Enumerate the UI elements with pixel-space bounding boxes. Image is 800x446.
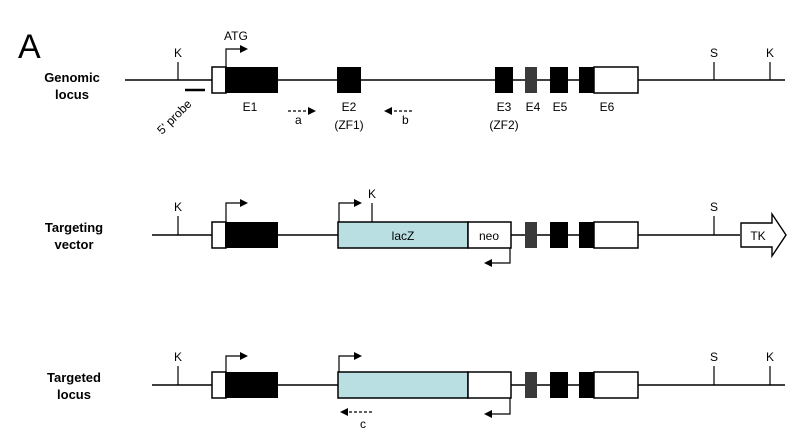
exon1-utr (211, 66, 227, 94)
tk-block-arrow (740, 211, 787, 259)
targeted-lacz-promoter-arrow (338, 352, 362, 372)
primer-c-label: c (360, 417, 366, 431)
targeting-vector-row: Targeting vector K lacZ neo K S TK (45, 187, 787, 267)
targeted-s-label: S (710, 350, 718, 364)
primer-b-label: b (402, 113, 409, 127)
targeted-locus-row: Targeted locus K c S K (47, 350, 785, 431)
primer-a-label: a (295, 113, 302, 127)
exon2-box (337, 67, 361, 93)
genomic-locus-row: Genomic locus K 5' probe ATG E1 a E2 (ZF… (44, 29, 785, 137)
targeted-k-label-right: K (766, 350, 774, 364)
e1-label: E1 (243, 100, 258, 114)
probe-label: 5' probe (154, 97, 195, 138)
vector-exon6-coding (579, 222, 595, 248)
genomic-row-label-2: locus (55, 87, 89, 102)
panel-label: A (18, 28, 41, 66)
tk-label: TK (750, 229, 765, 243)
neo-box (467, 221, 512, 249)
genomic-row-label-1: Genomic (44, 70, 100, 85)
lacz-label: lacZ (392, 229, 415, 243)
exon4-box (525, 67, 537, 93)
vector-exon4-box (525, 222, 537, 248)
vector-promoter-arrow (225, 199, 248, 222)
e6-label: E6 (600, 100, 615, 114)
vector-k-label-mid: K (368, 187, 376, 201)
targeted-promoter-arrow (225, 352, 248, 372)
targeting-k-label-left: K (174, 200, 182, 214)
targeted-exon6-coding (579, 372, 595, 398)
targeting-s-label: S (710, 200, 718, 214)
e5-label: E5 (553, 100, 568, 114)
e2-label: E2 (342, 100, 357, 114)
vector-exon1-utr (211, 221, 227, 249)
exon5-box (550, 67, 568, 93)
targeting-row-label-2: vector (54, 237, 93, 252)
targeted-exon4-box (525, 372, 537, 398)
targeted-exon1-utr (211, 371, 227, 399)
genomic-k-label-right: K (766, 46, 774, 60)
targeted-exon6-utr (593, 371, 639, 399)
exon6-utr (593, 66, 639, 94)
exon1-box (225, 67, 278, 93)
atg-label: ATG (224, 29, 248, 43)
neo-label: neo (479, 229, 499, 243)
targeted-exon5-box (550, 372, 568, 398)
vector-exon1-box (225, 222, 278, 248)
targeting-row-label-1: Targeting (45, 220, 103, 235)
lacz-promoter-arrow (338, 199, 362, 222)
targeted-exon1-box (225, 372, 278, 398)
e3-label: E3 (497, 100, 512, 114)
e4-label: E4 (526, 100, 541, 114)
targeted-row-label-2: locus (57, 387, 91, 402)
vector-exon6-utr (593, 221, 639, 249)
targeted-neo-box (467, 371, 512, 399)
genomic-s-label: S (710, 46, 718, 60)
vector-exon5-box (550, 222, 568, 248)
neo-promoter-arrow (484, 248, 511, 267)
genomic-promoter-arrow (225, 45, 248, 67)
e3-sub-label: (ZF2) (489, 118, 518, 132)
targeted-row-label-1: Targeted (47, 370, 101, 385)
lacz-box (337, 221, 469, 249)
exon6-coding (579, 67, 595, 93)
targeted-lacz-box (337, 371, 469, 399)
targeted-k-label-left: K (174, 350, 182, 364)
exon3-box (495, 67, 513, 93)
genomic-k-label-left: K (174, 46, 182, 60)
e2-sub-label: (ZF1) (334, 118, 363, 132)
targeted-neo-promoter-arrow (484, 398, 511, 418)
